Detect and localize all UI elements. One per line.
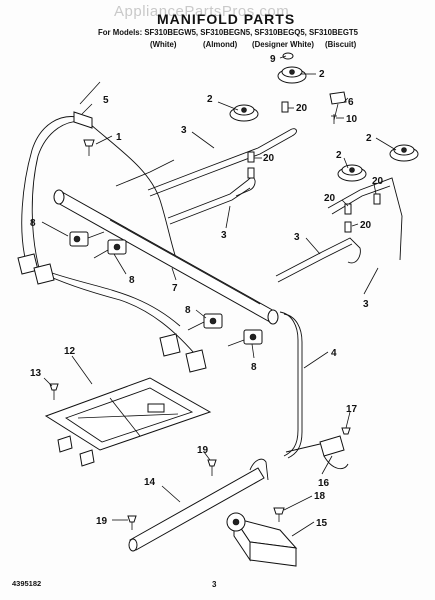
spark-electrode-part-6 (329, 91, 347, 121)
burner-tube-rear-left (147, 128, 297, 197)
screw-part-19-upper (207, 459, 217, 476)
burner-head-rear-left (229, 104, 259, 122)
callout-4: 4 (331, 348, 337, 359)
diagram-title: MANIFOLD PARTS (157, 11, 296, 27)
callout-16: 16 (318, 478, 330, 489)
callout-2-right-upper: 2 (366, 133, 372, 144)
models-line: For Models: SF310BEGW5, SF310BEGN5, SF31… (98, 28, 358, 37)
burner-valve-2 (93, 239, 127, 259)
callout-8-center: 8 (185, 305, 191, 316)
callout-19-upper: 19 (197, 445, 209, 456)
callout-20-middle: 20 (324, 193, 336, 204)
callout-17: 17 (346, 404, 358, 415)
callout-12: 12 (64, 346, 76, 357)
callout-3-front-right: 3 (294, 232, 300, 243)
burner-valve-1 (69, 231, 105, 247)
burner-valve-3 (187, 313, 223, 331)
callout-7: 7 (172, 283, 178, 294)
manifold-pipe (53, 189, 279, 325)
wire-harness (17, 111, 201, 361)
document-number: 4395182 (12, 579, 42, 588)
callout-13: 13 (30, 368, 42, 379)
callout-3-rear-left: 3 (181, 125, 187, 136)
callout-15: 15 (316, 518, 328, 529)
leader-lines (41, 55, 397, 537)
manifold-bracket (44, 377, 212, 467)
regulator-tube (128, 458, 269, 552)
screw-part-13 (49, 383, 59, 400)
callout-20-left: 20 (263, 153, 275, 164)
callout-8-right: 8 (251, 362, 257, 373)
color-label-almond: (Almond) (203, 40, 238, 49)
callout-10: 10 (346, 114, 358, 125)
page-number: 3 (212, 580, 217, 589)
burner-tube-front-left (115, 159, 256, 225)
callout-2-rear-left: 2 (207, 94, 213, 105)
callout-20-top: 20 (296, 103, 308, 114)
burner-head-top-right (277, 66, 307, 84)
callout-20-lower: 20 (360, 220, 372, 231)
color-label-white: (White) (150, 40, 177, 49)
callout-6: 6 (348, 97, 354, 108)
callout-18: 18 (314, 491, 326, 502)
burner-head-right-upper (389, 144, 419, 162)
callout-1: 1 (116, 132, 122, 143)
callout-labels: 1 2 2 2 2 3 3 3 3 4 5 6 7 8 8 8 8 9 10 1… (30, 54, 384, 529)
callout-20-right: 20 (372, 176, 384, 187)
callout-2-right-lower: 2 (336, 150, 342, 161)
callout-3-front-left: 3 (221, 230, 227, 241)
gas-supply-line (279, 311, 303, 459)
callout-8-left-lower: 8 (129, 275, 135, 286)
orifice-hoods (247, 101, 381, 233)
cap-part-9 (282, 52, 294, 60)
burner-tube-rear-right (327, 177, 403, 261)
callout-2-top-right: 2 (319, 69, 325, 80)
callout-9: 9 (270, 54, 276, 65)
callout-3-rear-right: 3 (363, 299, 369, 310)
burner-tube-front-right (275, 237, 361, 283)
screw-part-19-lower (127, 515, 137, 530)
screw-part-18 (273, 507, 285, 522)
screw-part-17 (341, 427, 351, 435)
callout-8-left-upper: 8 (30, 218, 36, 229)
color-label-biscuit: (Biscuit) (325, 40, 357, 49)
screw-part-1 (83, 139, 95, 156)
ignition-switch (285, 435, 349, 470)
burner-head-right-lower (337, 164, 367, 182)
callout-5: 5 (103, 95, 109, 106)
callout-19-lower: 19 (96, 516, 108, 527)
color-label-designer-white: (Designer White) (252, 40, 314, 49)
callout-14: 14 (144, 477, 156, 488)
pressure-regulator (226, 512, 298, 567)
burner-valve-4 (227, 329, 263, 347)
valve-connector-blocks (159, 333, 207, 373)
watermark-text: AppliancePartsPros.com (114, 3, 290, 20)
screw-part-10 (331, 114, 337, 124)
